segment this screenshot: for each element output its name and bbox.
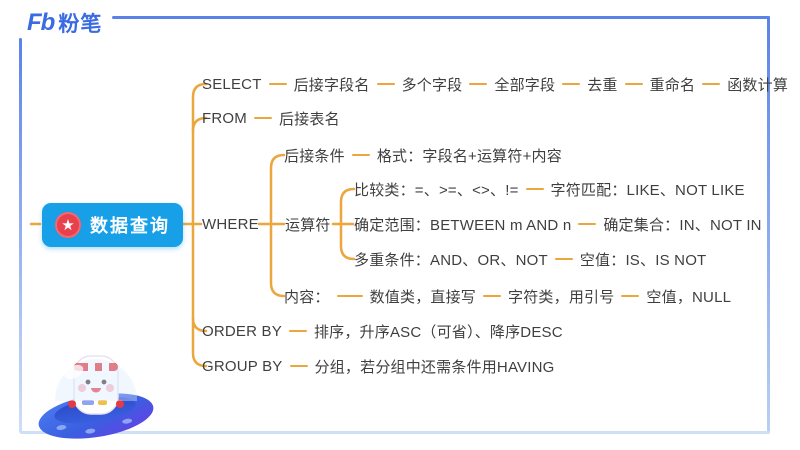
chain-node: 多个字段: [401, 76, 463, 94]
frame-top-line: [112, 16, 770, 19]
chain-node: 字符类，用引号: [508, 288, 615, 306]
mascot-robot: [68, 355, 124, 415]
connector-dash: [621, 294, 640, 298]
trunk-where: [269, 153, 286, 298]
branch-label: GROUP BY: [202, 357, 283, 375]
chain-node: 后接表名: [278, 110, 340, 128]
child-label: 确定范围：BETWEEN m AND n: [354, 216, 572, 234]
connector-dash: [525, 187, 544, 191]
child-label: 多重条件：AND、OR、NOT: [354, 251, 548, 269]
fenbi-logo-icon: Fb: [27, 9, 55, 36]
mascot-robot-ufo: [38, 355, 154, 439]
connector-dash: [376, 82, 395, 86]
fenbi-logo-text: 粉笔: [58, 13, 103, 36]
child-label: 运算符: [285, 216, 331, 234]
branch-label: FROM: [202, 109, 247, 127]
trunk-operator: [339, 187, 356, 261]
chain-node: 空值：IS、IS NOT: [579, 251, 707, 269]
connector-dash: [562, 82, 581, 86]
branch-label: WHERE: [202, 215, 259, 233]
chain-node: 数值类，直接写: [369, 288, 477, 306]
chain-node: 后接字段名: [293, 76, 370, 94]
connector-dash: [578, 222, 597, 226]
child-label: 后接条件: [284, 147, 345, 165]
chain-node: 空值，NULL: [646, 288, 732, 306]
mascot-dome: [54, 359, 138, 401]
connector-dash: [253, 116, 272, 120]
branch-label: SELECT: [202, 75, 262, 93]
connector-dash: [624, 82, 643, 86]
fenbi-logo: Fb 粉笔: [27, 8, 102, 38]
star-icon: ★: [55, 212, 81, 238]
where-child-condition: 后接条件 格式：字段名+运算符+内容: [284, 145, 562, 165]
operator-child-compare: 比较类：=、>=、<>、!= 字符匹配：LIKE、NOT LIKE: [354, 179, 745, 199]
child-label: 比较类：=、>=、<>、!=: [354, 181, 519, 199]
connector-dash: [469, 82, 488, 86]
where-child-operator: 运算符: [285, 214, 331, 234]
connector-dash: [288, 329, 307, 333]
chain-node: 重命名: [649, 76, 696, 94]
operator-child-multi: 多重条件：AND、OR、NOT 空值：IS、IS NOT: [354, 249, 706, 269]
branch-where: WHERE: [202, 214, 259, 234]
root-node-data-query: ★ 数据查询: [42, 203, 183, 247]
operator-child-range: 确定范围：BETWEEN m AND n 确定集合：IN、NOT IN: [354, 214, 762, 234]
branch-label: ORDER BY: [202, 322, 282, 340]
branch-from: FROM 后接表名: [202, 108, 340, 128]
child-label: 内容：: [284, 288, 330, 306]
connector-dash: [268, 82, 287, 86]
chain-node: 分组，若分组中还需条件用HAVING: [314, 358, 555, 376]
chain-node: 确定集合：IN、NOT IN: [603, 216, 762, 234]
where-child-content: 内容： 数值类，直接写 字符类，用引号 空值，NULL: [284, 286, 731, 306]
frame-bottom-line: [20, 431, 770, 434]
connector-dash: [554, 257, 573, 261]
chain-node: 全部字段: [494, 76, 556, 94]
connector-dash: [702, 82, 721, 86]
chain-node: 字符匹配：LIKE、NOT LIKE: [550, 181, 745, 199]
branch-orderby: ORDER BY 排序，升序ASC（可省）、降序DESC: [202, 321, 563, 341]
branch-groupby: GROUP BY 分组，若分组中还需条件用HAVING: [202, 356, 555, 376]
chain-node: 排序，升序ASC（可省）、降序DESC: [313, 323, 563, 341]
connector-dash: [483, 294, 502, 298]
frame-right-line: [767, 16, 770, 433]
chain-node: 去重: [587, 76, 618, 94]
branch-select: SELECT 后接字段名 多个字段 全部字段 去重 重命名 函数计算: [202, 74, 788, 94]
connector-dash: [336, 294, 363, 298]
connector-dash: [289, 364, 308, 368]
chain-node: 格式：字段名+运算符+内容: [376, 147, 562, 165]
connector-dash: [351, 153, 370, 157]
root-node-label: 数据查询: [90, 216, 170, 236]
frame-left-line: [19, 38, 22, 433]
chain-node: 函数计算: [727, 76, 789, 94]
